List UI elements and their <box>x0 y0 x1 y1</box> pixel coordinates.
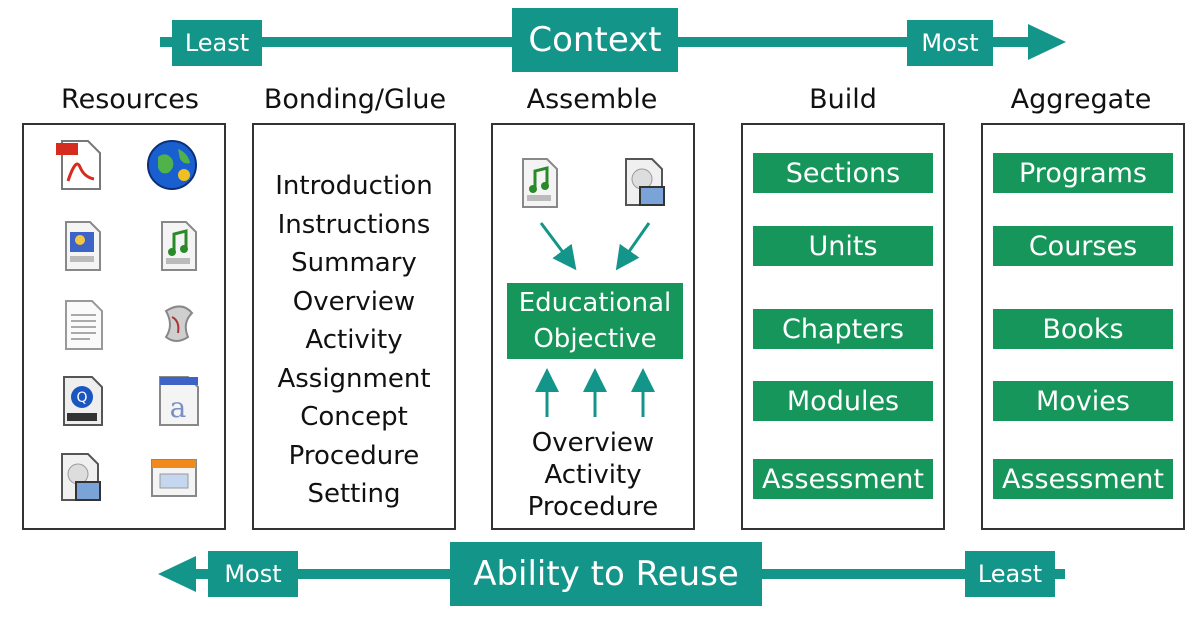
objective-line-2: Objective <box>533 324 657 354</box>
top-least-label: Least <box>172 20 262 66</box>
context-title: Context <box>512 8 678 72</box>
aggregate-item: Programs <box>993 153 1173 193</box>
bonding-item: Introduction <box>275 171 433 201</box>
bonding-item: Instructions <box>277 209 431 240</box>
text-icon: a <box>159 376 199 426</box>
top-axis-arrowhead <box>1028 24 1066 60</box>
aggregate-item: Courses <box>993 226 1173 266</box>
window-icon <box>151 459 197 497</box>
aggregate-item: Movies <box>993 381 1173 421</box>
build-panel: Sections Units Chapters Modules Assessme… <box>741 123 945 530</box>
build-item: Sections <box>753 153 933 193</box>
assemble-arrows <box>535 222 655 417</box>
aggregate-title: Aggregate <box>1010 84 1152 115</box>
flash-icon <box>164 305 194 342</box>
objective-line-1: Educational <box>518 288 672 318</box>
build-item: Chapters <box>753 309 933 349</box>
bottom-axis: Most Ability to Reuse Least <box>0 540 1200 620</box>
bottom-axis-arrowhead <box>158 556 196 592</box>
bonding-item: Overview <box>292 286 416 317</box>
assemble-panel: Educational Objective Overview Activity … <box>491 123 695 530</box>
assemble-item: Overview <box>531 428 655 458</box>
assemble-item: Procedure <box>527 492 659 522</box>
aggregate-panel: Programs Courses Books Movies Assessment <box>981 123 1185 530</box>
bonding-list: Introduction Instructions Summary Overvi… <box>254 167 454 514</box>
bonding-item: Setting <box>307 479 401 509</box>
top-axis: Least Context Most <box>0 0 1200 80</box>
resources-panel: Q a <box>22 123 226 530</box>
bottom-most-label: Most <box>208 551 298 597</box>
assemble-list: Overview Activity Procedure <box>493 427 693 523</box>
bonding-item: Assignment <box>277 363 431 394</box>
build-title: Build <box>809 84 877 115</box>
build-item: Assessment <box>753 459 933 499</box>
resources-title: Resources <box>61 84 199 115</box>
jpeg-icon <box>65 221 101 271</box>
bonding-item: Procedure <box>288 440 420 471</box>
bonding-item: Summary <box>291 248 417 278</box>
aggregate-item: Assessment <box>993 459 1173 499</box>
bonding-item: Activity <box>305 325 403 355</box>
assemble-title: Assemble <box>526 84 658 115</box>
pdf-icon <box>56 140 101 190</box>
movie-icon: Q <box>63 376 103 426</box>
assemble-item: Activity <box>544 460 642 490</box>
globe-icon <box>147 140 197 190</box>
reuse-title: Ability to Reuse <box>450 542 762 606</box>
bonding-panel: Introduction Instructions Summary Overvi… <box>252 123 456 530</box>
document-icon <box>65 300 103 350</box>
mp3-icon <box>161 221 197 271</box>
aggregate-item: Books <box>993 309 1173 349</box>
build-item: Units <box>753 226 933 266</box>
build-item: Modules <box>753 381 933 421</box>
bonding-title: Bonding/Glue <box>263 84 447 115</box>
svg-text:Q: Q <box>76 390 87 406</box>
top-most-label: Most <box>907 20 993 66</box>
image-file-icon <box>61 453 101 501</box>
svg-text:a: a <box>170 391 187 424</box>
image-file-icon <box>625 158 665 206</box>
bottom-least-label: Least <box>965 551 1055 597</box>
educational-objective-box: Educational Objective <box>507 283 683 359</box>
mp3-icon <box>522 158 558 208</box>
bonding-item: Concept <box>300 402 408 432</box>
